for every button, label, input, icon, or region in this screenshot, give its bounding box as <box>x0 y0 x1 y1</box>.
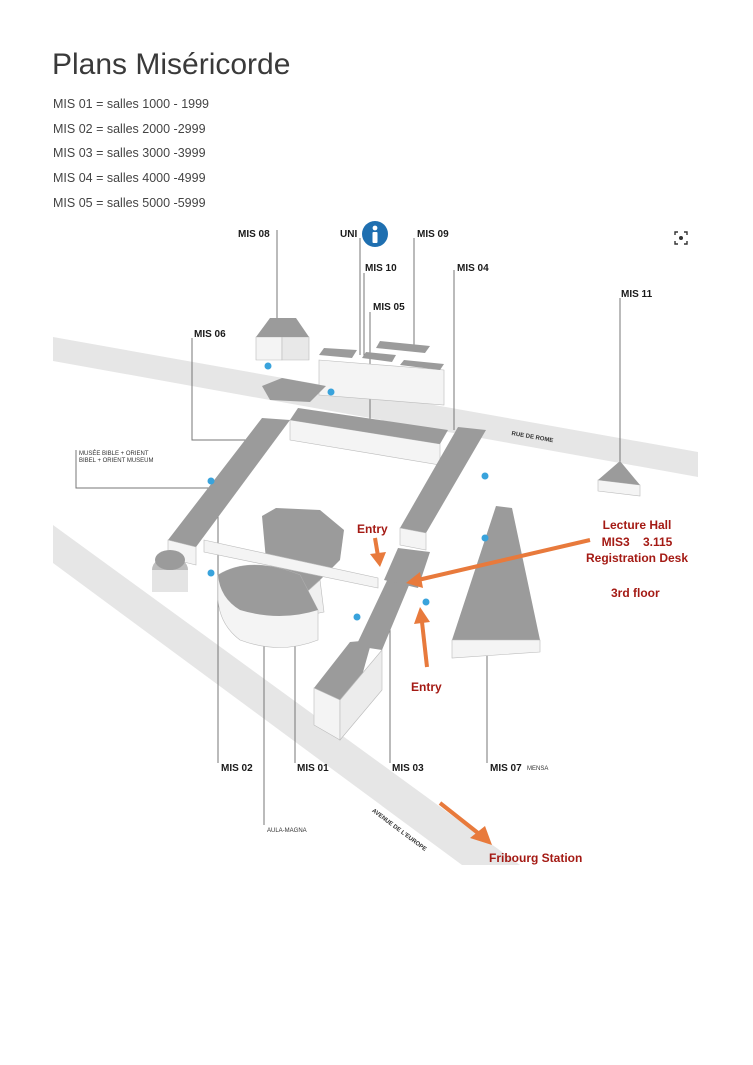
label-museum-fr: MUSÉE BIBLE + ORIENT <box>79 451 149 457</box>
label-mis02: MIS 02 <box>221 763 253 774</box>
annotation-room: MIS3 3.115 <box>601 534 673 549</box>
annotation-lecture-hall-title: Lecture Hall <box>602 518 672 532</box>
label-mis06: MIS 06 <box>194 329 226 340</box>
leader-lines <box>75 230 621 825</box>
label-uni: UNI <box>340 229 358 240</box>
legend-item-mis03: MIS 03 = salles 3000 -3999 <box>53 146 206 161</box>
label-mis05: MIS 05 <box>373 302 405 313</box>
label-mis04: MIS 04 <box>457 263 489 274</box>
annotation-registration: Registration Desk <box>585 551 689 565</box>
label-mis09: MIS 09 <box>417 229 449 240</box>
building-mis02[interactable] <box>217 564 319 648</box>
building-mis04[interactable] <box>399 427 486 551</box>
annotation-arrows <box>370 537 591 845</box>
label-mis07: MIS 07 <box>490 763 522 774</box>
annotation-entry-bottom: Entry <box>411 680 442 694</box>
annotation-entry-top: Entry <box>357 522 388 536</box>
label-mis11: MIS 11 <box>621 289 653 300</box>
building-mis08[interactable] <box>255 318 310 361</box>
annotation-lecture-hall: Lecture Hall MIS3 3.115 Registration Des… <box>576 517 698 567</box>
info-icon[interactable] <box>361 220 389 248</box>
label-mensa: MENSA <box>527 766 549 772</box>
building-mis07[interactable] <box>451 506 541 659</box>
road-avenue-de-l-europe <box>53 525 520 865</box>
expand-icon <box>674 231 688 245</box>
label-museum-de: BIBEL + ORIENT MUSEUM <box>79 458 154 464</box>
legend-item-mis02: MIS 02 = salles 2000 -2999 <box>53 121 206 136</box>
road-rue-de-rome <box>53 337 698 477</box>
building-mis03[interactable] <box>203 539 430 741</box>
legend-item-mis05: MIS 05 = salles 5000 -5999 <box>53 195 206 210</box>
building-mis11[interactable] <box>597 461 641 497</box>
location-marker-icon <box>207 362 489 621</box>
legend-item-mis01: MIS 01 = salles 1000 - 1999 <box>53 97 209 111</box>
label-aula-magna: AULA-MAGNA <box>267 828 307 834</box>
annotation-floor: 3rd floor <box>611 586 660 600</box>
label-mis01: MIS 01 <box>297 763 329 774</box>
label-mis03: MIS 03 <box>392 763 424 774</box>
expand-map-button[interactable] <box>668 225 694 251</box>
campus-map[interactable] <box>0 215 753 875</box>
label-mis08: MIS 08 <box>238 229 270 240</box>
building-mis09-mis10[interactable] <box>318 341 445 406</box>
building-mis06[interactable] <box>152 378 326 592</box>
page-title: Plans Miséricorde <box>52 48 291 81</box>
building-legend: MIS 01 = salles 1000 - 1999 MIS 02 = sal… <box>53 96 209 219</box>
legend-item-mis04: MIS 04 = salles 4000 -4999 <box>53 171 206 186</box>
annotation-fribourg-station: Fribourg Station <box>489 851 583 865</box>
label-mis10: MIS 10 <box>365 263 397 274</box>
